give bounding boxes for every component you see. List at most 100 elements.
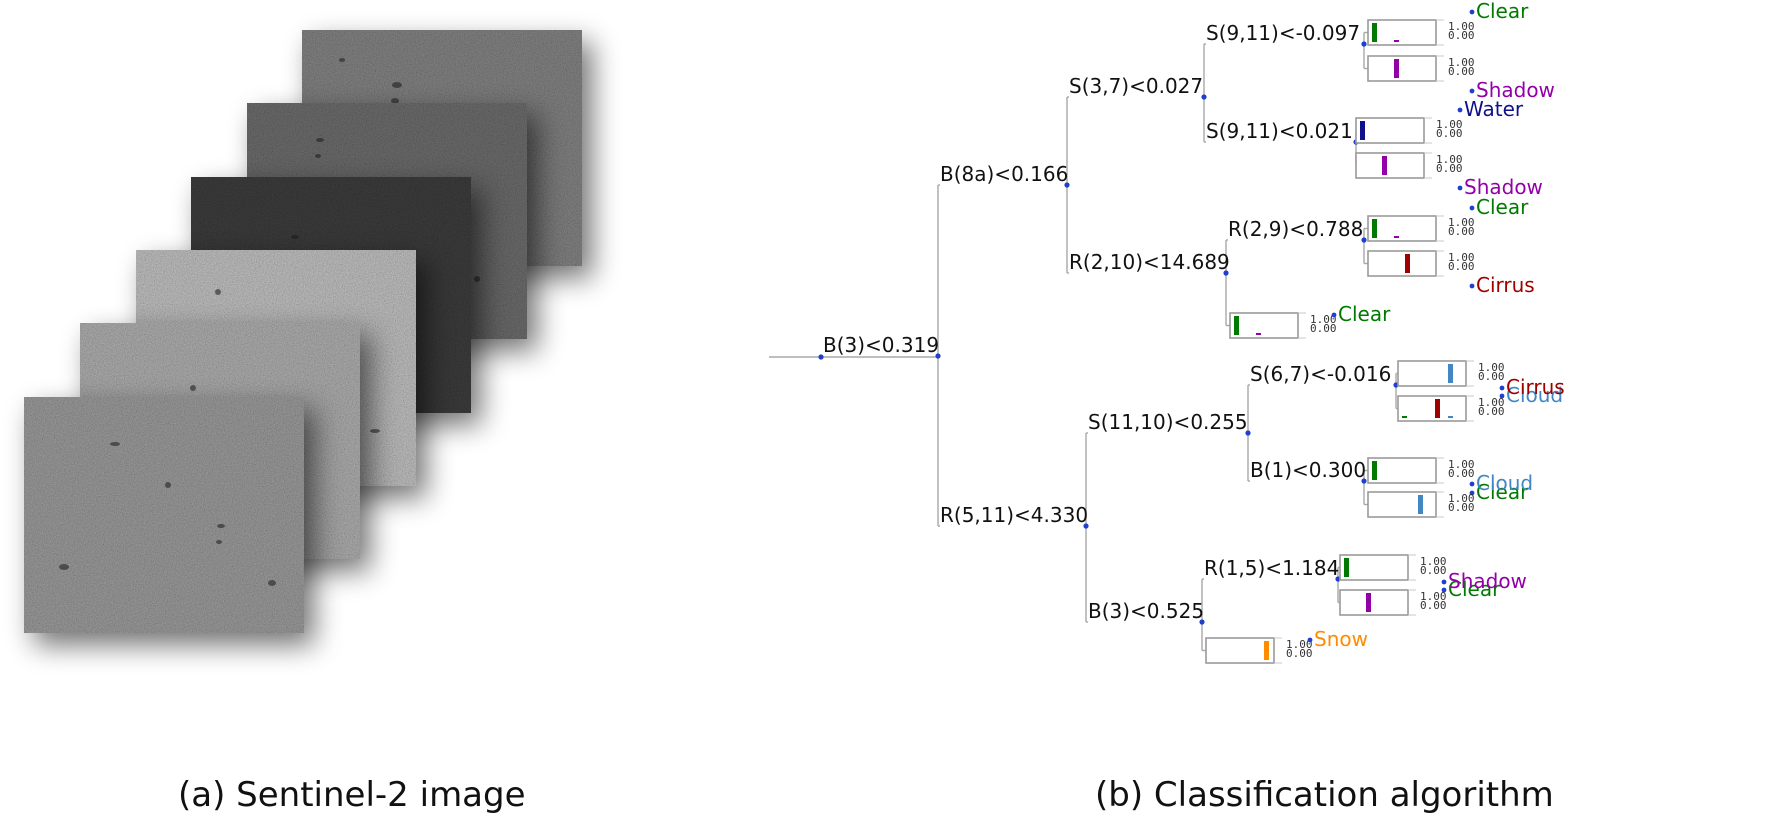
class-probability-bar <box>1372 23 1377 42</box>
histogram-min-tick: 0.00 <box>1448 65 1475 78</box>
class-histogram-box <box>1229 312 1299 339</box>
tree-split-node: B(3)<0.319 <box>823 333 941 359</box>
caption-classification-algorithm: (b) Classification algorithm <box>1095 775 1554 815</box>
tree-split-node: R(5,11)<4.330 <box>940 503 1089 529</box>
class-histogram-box <box>1367 491 1437 518</box>
class-histogram-box <box>1367 55 1437 82</box>
class-histogram-box <box>1355 117 1425 144</box>
histogram-max-tick: 1.00 <box>1436 153 1463 166</box>
histogram-max-tick: 1.00 <box>1448 56 1475 69</box>
class-probability-bar <box>1372 219 1377 238</box>
tree-split-node: B(8a)<0.166 <box>940 162 1070 188</box>
class-probability-bar <box>1360 121 1365 140</box>
split-rule-label: S(6,7)<-0.016 <box>1250 362 1391 386</box>
tree-node-dot <box>1331 312 1337 318</box>
histogram-min-tick: 0.00 <box>1448 225 1475 238</box>
tree-split-node: R(2,10)<14.689 <box>1069 250 1230 276</box>
histogram-max-tick: 1.00 <box>1448 251 1475 264</box>
tree-leaves: 1.000.00Clear1.000.00Shadow1.000.00Water… <box>1205 0 1565 664</box>
class-probability-bar <box>1448 416 1453 418</box>
split-rule-label: B(3)<0.319 <box>823 333 939 357</box>
class-histogram-box <box>1367 457 1437 484</box>
tree-node-dot <box>1307 637 1313 643</box>
class-histogram-box <box>1355 152 1425 179</box>
histogram-min-tick: 0.00 <box>1420 564 1447 577</box>
split-rule-label: R(5,11)<4.330 <box>940 503 1088 527</box>
tree-node-dot <box>1441 587 1447 593</box>
tree-node-dot <box>1083 523 1089 529</box>
tree-node-dot <box>1361 478 1367 484</box>
class-probability-bar <box>1344 558 1349 577</box>
split-rule-label: B(8a)<0.166 <box>940 162 1068 186</box>
class-histogram-box <box>1339 589 1409 616</box>
class-histogram-box <box>1339 554 1409 581</box>
class-probability-bar <box>1394 236 1399 238</box>
leaf-class-label: Clear <box>1338 302 1391 326</box>
histogram-min-tick: 0.00 <box>1436 162 1463 175</box>
histogram-max-tick: 1.00 <box>1448 20 1475 33</box>
histogram-min-tick: 0.00 <box>1448 260 1475 273</box>
caption-sentinel2-image: (a) Sentinel-2 image <box>178 775 526 815</box>
leaf-class-label: Cloud <box>1476 471 1533 495</box>
histogram-min-tick: 0.00 <box>1310 322 1337 335</box>
histogram-min-tick: 0.00 <box>1286 647 1313 660</box>
tree-node-dot <box>1223 270 1229 276</box>
class-histogram-box <box>1367 250 1437 277</box>
histogram-max-tick: 1.00 <box>1436 118 1463 131</box>
tree-nodes: B(3)<0.319B(8a)<0.166S(3,7)<0.027S(9,11)… <box>823 21 1399 625</box>
split-rule-label: S(11,10)<0.255 <box>1088 410 1248 434</box>
leaf-class-label: Water <box>1464 97 1524 121</box>
classification-tree: B(3)<0.319B(8a)<0.166S(3,7)<0.027S(9,11)… <box>769 0 1565 664</box>
histogram-max-tick: 1.00 <box>1478 396 1505 409</box>
tree-split-node: B(1)<0.300 <box>1250 458 1367 484</box>
histogram-min-tick: 0.00 <box>1448 29 1475 42</box>
histogram-min-tick: 0.00 <box>1478 405 1505 418</box>
tree-node-dot <box>1469 283 1475 289</box>
histogram-min-tick: 0.00 <box>1448 467 1475 480</box>
leaf-class-label: Shadow <box>1464 175 1543 199</box>
split-rule-label: S(9,11)<-0.097 <box>1206 21 1360 45</box>
tree-node-dot <box>1199 619 1205 625</box>
tree-node-dot <box>1499 393 1505 399</box>
tree-node-dot <box>1469 9 1475 15</box>
histogram-max-tick: 1.00 <box>1420 555 1447 568</box>
class-probability-bar <box>1264 641 1269 660</box>
class-probability-bar <box>1435 399 1440 418</box>
tree-node-dot <box>1457 185 1463 191</box>
tree-node-dot <box>818 354 824 360</box>
tree-split-node: R(2,9)<0.788 <box>1228 217 1367 243</box>
histogram-max-tick: 1.00 <box>1310 313 1337 326</box>
satellite-image-layer <box>24 397 314 645</box>
tree-split-node: R(1,5)<1.184 <box>1204 556 1341 582</box>
split-rule-label: R(1,5)<1.184 <box>1204 556 1339 580</box>
tree-node-dot <box>1245 430 1251 436</box>
tree-split-node: B(3)<0.525 <box>1088 599 1205 625</box>
histogram-max-tick: 1.00 <box>1286 638 1313 651</box>
tree-split-node: S(9,11)<0.021 <box>1206 119 1359 145</box>
tree-node-dot <box>1457 107 1463 113</box>
class-histogram-box <box>1367 19 1437 46</box>
histogram-min-tick: 0.00 <box>1436 127 1463 140</box>
split-rule-label: S(9,11)<0.021 <box>1206 119 1353 143</box>
class-probability-bar <box>1234 316 1239 335</box>
class-probability-bar <box>1366 593 1371 612</box>
tree-split-node: S(3,7)<0.027 <box>1069 74 1207 100</box>
histogram-min-tick: 0.00 <box>1448 501 1475 514</box>
class-histogram-box <box>1397 360 1467 387</box>
class-probability-bar <box>1402 416 1407 418</box>
tree-node-dot <box>1064 182 1070 188</box>
histogram-max-tick: 1.00 <box>1448 216 1475 229</box>
histogram-max-tick: 1.00 <box>1478 361 1505 374</box>
tree-edges <box>769 31 1398 652</box>
split-rule-label: R(2,9)<0.788 <box>1228 217 1363 241</box>
tree-split-node: S(6,7)<-0.016 <box>1250 362 1399 388</box>
class-probability-bar <box>1418 495 1423 514</box>
